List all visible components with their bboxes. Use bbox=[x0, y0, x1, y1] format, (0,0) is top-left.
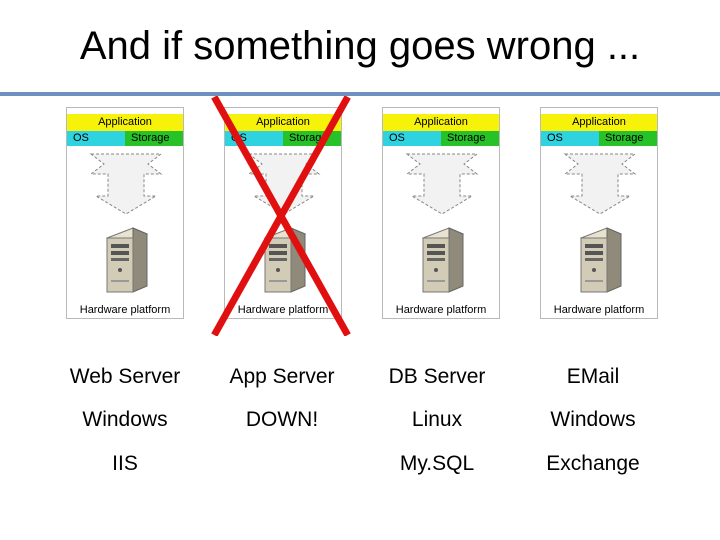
server-panel-db: Application OS Storage Hardware platform bbox=[382, 107, 500, 319]
os-layer: OS bbox=[67, 131, 125, 146]
column-os-db: Linux bbox=[411, 408, 463, 431]
column-name-web: Web Server bbox=[69, 365, 181, 388]
hardware-platform-label: Hardware platform bbox=[395, 304, 487, 316]
column-os-web: Windows bbox=[82, 408, 168, 431]
slide-title: And if something goes wrong ... bbox=[79, 24, 641, 68]
os-storage-layer: OS Storage bbox=[541, 131, 657, 146]
down-arrow-icon bbox=[89, 153, 163, 215]
storage-layer: Storage bbox=[441, 131, 499, 146]
down-arrow-icon bbox=[405, 153, 479, 215]
os-storage-layer: OS Storage bbox=[67, 131, 183, 146]
server-tower-icon bbox=[105, 227, 149, 293]
server-tower-icon bbox=[579, 227, 623, 293]
hardware-platform-label: Hardware platform bbox=[553, 304, 645, 316]
column-name-email: EMail bbox=[566, 365, 620, 388]
hardware-platform-label: Hardware platform bbox=[79, 304, 171, 316]
server-panel-web: Application OS Storage Hardware platform bbox=[66, 107, 184, 319]
down-arrow-icon bbox=[247, 153, 321, 215]
os-storage-layer: OS Storage bbox=[383, 131, 499, 146]
os-layer: OS bbox=[541, 131, 599, 146]
server-panel-email: Application OS Storage Hardware platform bbox=[540, 107, 658, 319]
application-layer: Application bbox=[383, 114, 499, 131]
column-os-email: Windows bbox=[550, 408, 636, 431]
column-software-web: IIS bbox=[112, 452, 138, 475]
column-software-db: My.SQL bbox=[399, 452, 475, 475]
column-name-app: App Server bbox=[229, 365, 335, 388]
title-divider bbox=[0, 92, 720, 96]
hardware-platform-label: Hardware platform bbox=[237, 304, 329, 316]
storage-layer: Storage bbox=[599, 131, 657, 146]
column-software-email: Exchange bbox=[546, 452, 640, 475]
application-layer: Application bbox=[225, 114, 341, 131]
storage-layer: Storage bbox=[125, 131, 183, 146]
column-status-app: DOWN! bbox=[245, 408, 319, 431]
server-tower-icon bbox=[263, 227, 307, 293]
application-layer: Application bbox=[67, 114, 183, 131]
down-arrow-icon bbox=[563, 153, 637, 215]
failure-cross-icon bbox=[211, 96, 351, 336]
application-layer: Application bbox=[541, 114, 657, 131]
server-tower-icon bbox=[421, 227, 465, 293]
column-name-db: DB Server bbox=[388, 365, 486, 388]
os-layer: OS bbox=[383, 131, 441, 146]
